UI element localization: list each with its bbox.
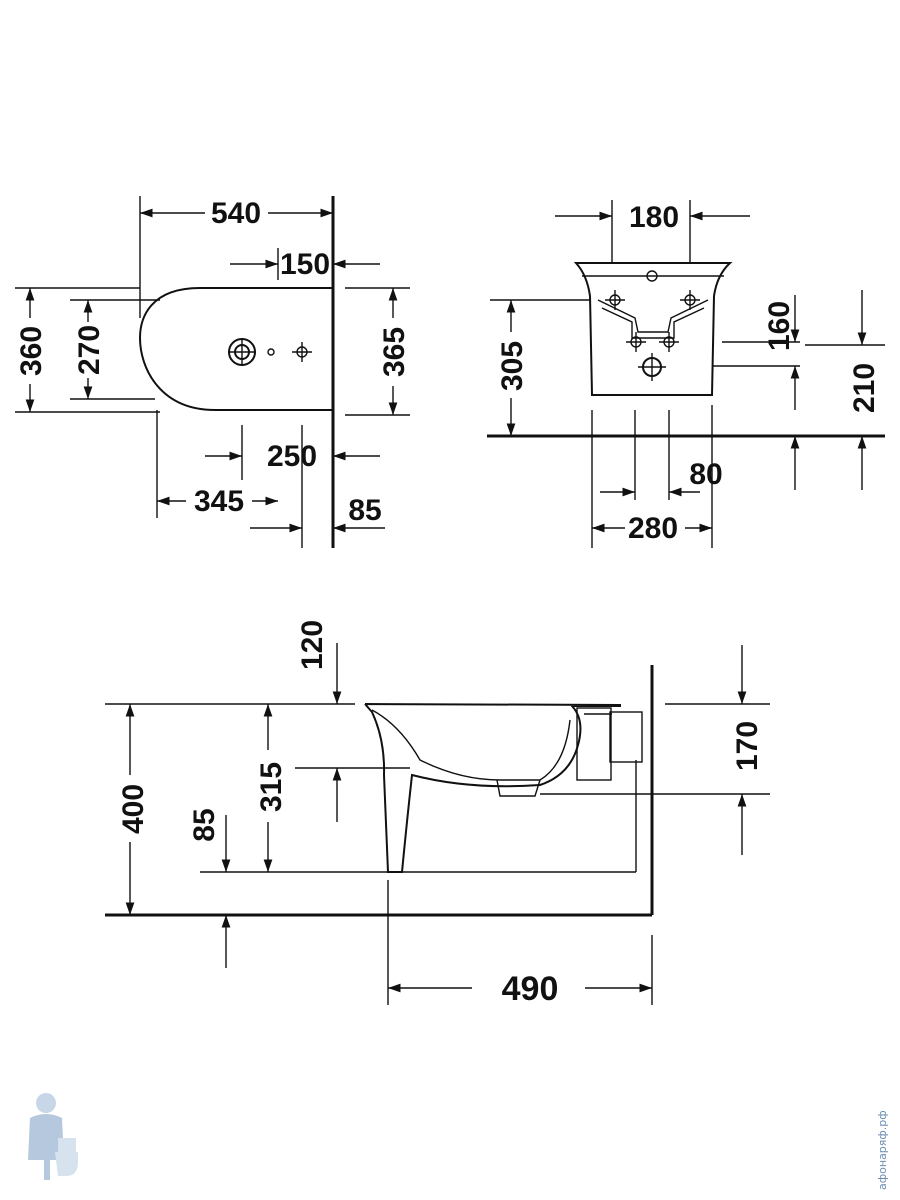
dim-210: 210 — [848, 363, 881, 413]
bidet-outline-top — [138, 287, 333, 411]
front-view: 180 305 160 210 80 280 — [487, 200, 885, 548]
dim-270: 270 — [73, 325, 106, 375]
bidet-outline-side — [364, 703, 621, 873]
side-view: 120 400 315 85 170 490 — [105, 620, 770, 1008]
dim-120: 120 — [296, 620, 329, 670]
dim-315: 315 — [255, 762, 288, 812]
dim-85-side: 85 — [188, 808, 221, 841]
dim-280: 280 — [628, 512, 678, 545]
dim-85-top: 85 — [348, 494, 381, 527]
dim-400: 400 — [117, 784, 150, 834]
plumber-mascot-icon — [28, 1093, 78, 1180]
dim-150: 150 — [280, 248, 330, 281]
rear-block — [576, 707, 612, 781]
dim-345: 345 — [194, 485, 244, 518]
dim-360: 360 — [15, 326, 48, 376]
front-tap-hole — [646, 270, 658, 282]
dim-305: 305 — [496, 341, 529, 391]
dim-250: 250 — [267, 440, 317, 473]
dim-170: 170 — [731, 721, 764, 771]
dim-160: 160 — [763, 301, 796, 351]
dim-365: 365 — [378, 327, 411, 377]
dim-80: 80 — [689, 458, 722, 491]
dim-180: 180 — [629, 201, 679, 234]
dim-490: 490 — [502, 970, 559, 1008]
watermark-text: афонаряф.рф — [876, 1110, 889, 1190]
dim-540: 540 — [211, 197, 261, 230]
top-view: 540 150 360 270 365 250 345 85 — [15, 196, 411, 548]
bidet-outline-front — [573, 262, 733, 396]
